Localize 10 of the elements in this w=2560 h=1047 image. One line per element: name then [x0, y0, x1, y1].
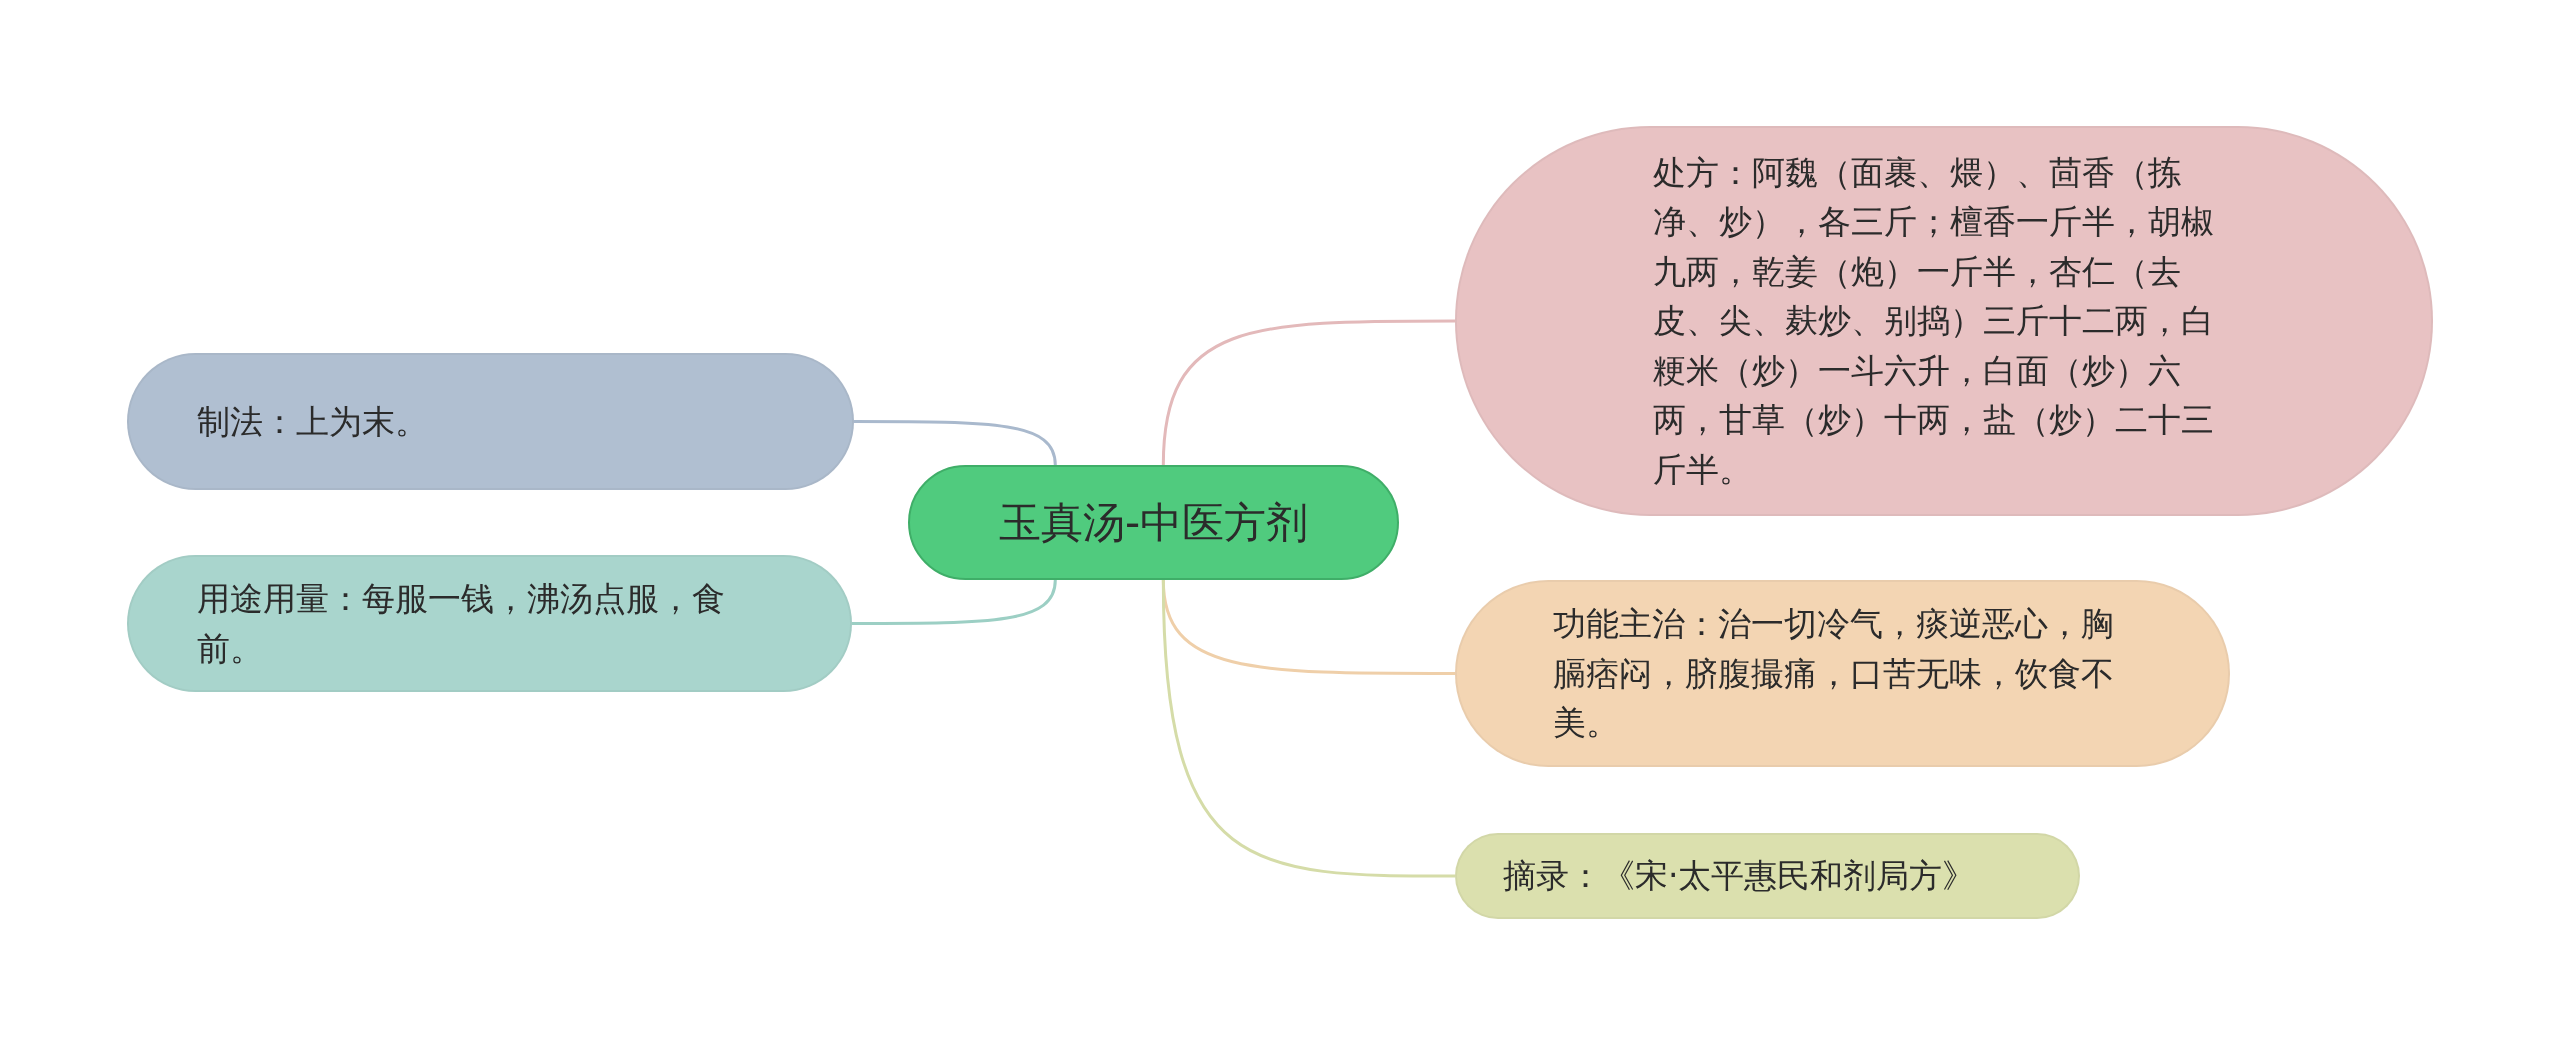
- topic-text: 功能主治：治一切冷气，痰逆恶心，胸膈痞闷，脐腹撮痛，口苦无味，饮食不美。: [1553, 603, 2115, 745]
- connector-line: [852, 579, 1057, 625]
- topic-text: 处方：阿魏（面裹、煨）、茴香（拣净、炒），各三斤；檀香一斤半，胡椒九两，乾姜（炮）一斤半，杏仁（去皮、尖、麸炒、别捣）三斤十二两，白粳米（炒）一斗六升，白面（炒）六两，甘草（炒）十两，盐（炒）二十三斤半。: [1653, 151, 2215, 491]
- connector-line: [1161, 319, 1455, 466]
- topic-text: 摘录：《宋·太平惠民和剂局方》: [1503, 855, 1976, 898]
- connector-line: [1161, 579, 1455, 878]
- topic-text: 制法：上为末。: [197, 400, 428, 443]
- connector-line: [854, 420, 1057, 466]
- topic-text: 用途用量：每服一钱，沸汤点服，食前。: [197, 578, 726, 670]
- topic-text: 玉真汤-中医方剂: [998, 497, 1309, 549]
